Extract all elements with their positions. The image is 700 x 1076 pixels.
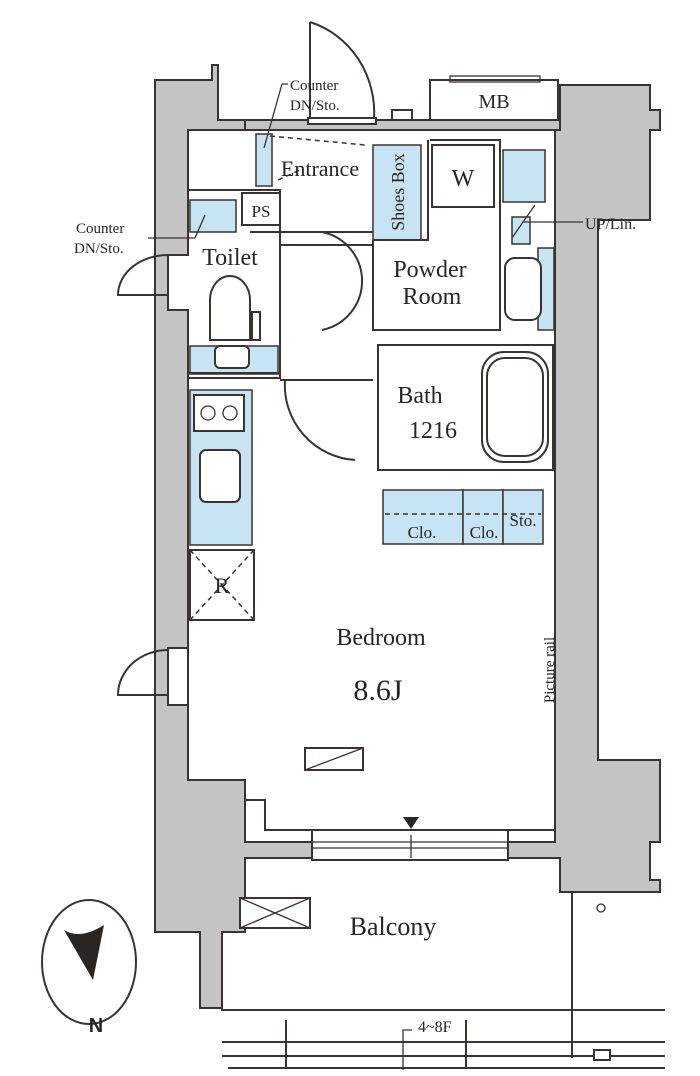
outdoor-unit-icon	[239, 897, 311, 929]
sink-icon	[199, 449, 241, 503]
bath-label: Bath	[397, 383, 442, 409]
counter-left-label-2: DN/Sto.	[74, 241, 124, 257]
entrance-label: Entrance	[281, 156, 359, 181]
meter-box	[429, 79, 559, 121]
closet-1	[382, 489, 464, 545]
right-wall	[507, 84, 661, 893]
shoes-box	[372, 144, 422, 241]
bath-size-label: 1216	[409, 418, 457, 444]
counter-top-label-2: DN/Sto.	[290, 98, 340, 114]
picture-rail-label: Picture rail	[542, 637, 558, 703]
shoes-box-label: Shoes Box	[388, 153, 408, 231]
toilet-fixture-icon	[209, 275, 261, 369]
north-compass-icon	[41, 899, 137, 1025]
powder-room-label-2: Room	[403, 284, 462, 310]
closet-2	[462, 489, 504, 545]
bedroom-size-label: 8.6J	[353, 674, 403, 707]
mb-label: MB	[478, 91, 509, 113]
toilet-label: Toilet	[202, 245, 258, 271]
floors-label: 4~8F	[418, 1019, 452, 1036]
counter-left-label-1: Counter	[76, 221, 124, 237]
counter-top-label-1: Counter	[290, 78, 338, 94]
closet-1-label: Clo.	[408, 523, 437, 542]
ps-label: PS	[252, 202, 271, 221]
storage	[502, 489, 544, 545]
compass-north-label: N	[89, 1015, 103, 1037]
entrance-counter	[255, 133, 273, 187]
toilet-counter	[189, 199, 237, 233]
closet-2-label: Clo.	[470, 523, 499, 542]
washer-label: W	[452, 166, 475, 192]
top-wall	[244, 119, 561, 131]
entrance-door	[307, 21, 377, 125]
storage-label: Sto.	[510, 511, 537, 530]
bedroom-label: Bedroom	[336, 625, 426, 651]
washer	[431, 144, 495, 208]
pipe-space	[241, 192, 281, 226]
balcony-label: Balcony	[350, 912, 437, 941]
refrigerator-label: R	[215, 573, 230, 598]
up-lin-label: UP/Lin.	[585, 216, 636, 233]
air-conditioner-icon	[304, 747, 364, 771]
powder-room-label-1: Powder	[393, 257, 466, 283]
balcony-window	[311, 817, 509, 861]
stove-icon	[193, 394, 245, 432]
